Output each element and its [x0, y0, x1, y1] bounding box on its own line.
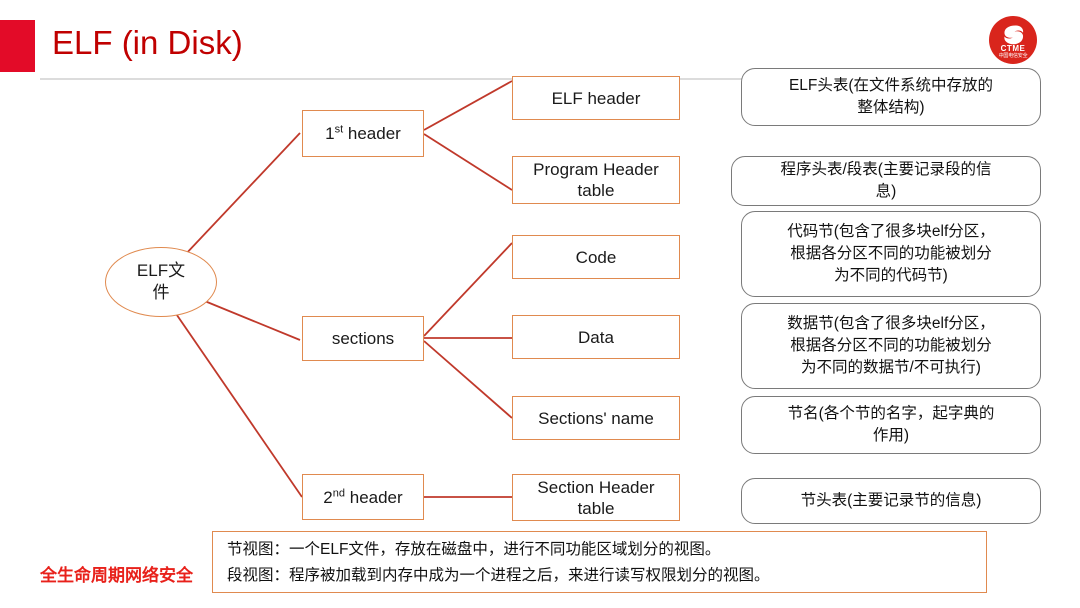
title-accent-marker: [0, 20, 35, 72]
node-code[interactable]: Code: [512, 235, 680, 279]
callout-elf-header: ELF头表(在文件系统中存放的 整体结构): [741, 68, 1041, 126]
node-program-header-table-label: Program Header table: [533, 160, 659, 200]
callout-data-section: 数据节(包含了很多块elf分区， 根据各分区不同的功能被划分 为不同的数据节/不…: [741, 303, 1041, 389]
logo-swirl-icon: [1004, 25, 1024, 45]
callout-data-section-text: 数据节(包含了很多块elf分区， 根据各分区不同的功能被划分 为不同的数据节/不…: [787, 315, 995, 376]
node-elf-file-label: ELF文 件: [137, 260, 185, 304]
node-elf-file-label-line2: 件: [152, 283, 170, 302]
node-data[interactable]: Data: [512, 315, 680, 359]
node-elf-file[interactable]: ELF文 件: [105, 247, 217, 317]
footer-branding: 全生命周期网络安全: [40, 566, 193, 585]
node-sections[interactable]: sections: [302, 316, 424, 361]
node-elf-file-label-line1: ELF文: [136, 261, 186, 280]
node-program-header-table[interactable]: Program Header table: [512, 156, 680, 204]
node-sections-name-label: Sections' name: [538, 408, 654, 428]
callout-section-header-table: 节头表(主要记录节的信息): [741, 478, 1041, 524]
node-second-header[interactable]: 2nd header: [302, 474, 424, 520]
ctme-logo: CTME 中国电信安全: [989, 16, 1037, 64]
node-second-header-label: 2nd header: [323, 486, 403, 507]
callout-section-header-table-text: 节头表(主要记录节的信息): [800, 492, 982, 509]
callout-section-names-text: 节名(各个节的名字，起字典的 作用): [787, 405, 995, 444]
node-sections-label: sections: [331, 329, 395, 348]
logo-subtitle: 中国电信安全: [998, 53, 1028, 59]
callout-section-names: 节名(各个节的名字，起字典的 作用): [741, 396, 1041, 454]
summary-note-line1: 节视图：一个ELF文件，存放在磁盘中，进行不同功能区域划分的视图。: [227, 541, 721, 558]
node-sections-name[interactable]: Sections' name: [512, 396, 680, 440]
node-elf-header-label: ELF header: [551, 88, 641, 108]
callout-program-header-table: 程序头表/段表(主要记录段的信 息): [731, 156, 1041, 206]
callout-code-section-text: 代码节(包含了很多块elf分区， 根据各分区不同的功能被划分 为不同的代码节): [787, 223, 995, 284]
node-code-label: Code: [575, 247, 617, 267]
callout-elf-header-text: ELF头表(在文件系统中存放的 整体结构): [788, 77, 994, 116]
summary-note-line2: 段视图：程序被加载到内存中成为一个进程之后，来进行读写权限划分的视图。: [227, 567, 770, 584]
callout-program-header-table-text: 程序头表/段表(主要记录段的信 息): [780, 161, 992, 200]
node-section-header-table[interactable]: Section Header table: [512, 474, 680, 521]
summary-note: 节视图：一个ELF文件，存放在磁盘中，进行不同功能区域划分的视图。 段视图：程序…: [212, 531, 987, 593]
node-section-header-table-label: Section Header table: [537, 477, 655, 518]
page-title: ELF (in Disk): [52, 24, 243, 61]
node-first-header[interactable]: 1st header: [302, 110, 424, 157]
callout-code-section: 代码节(包含了很多块elf分区， 根据各分区不同的功能被划分 为不同的代码节): [741, 211, 1041, 297]
node-data-label: Data: [578, 327, 614, 347]
logo-name: CTME: [1000, 44, 1026, 53]
node-first-header-label: 1st header: [325, 123, 401, 143]
node-elf-header[interactable]: ELF header: [512, 76, 680, 120]
